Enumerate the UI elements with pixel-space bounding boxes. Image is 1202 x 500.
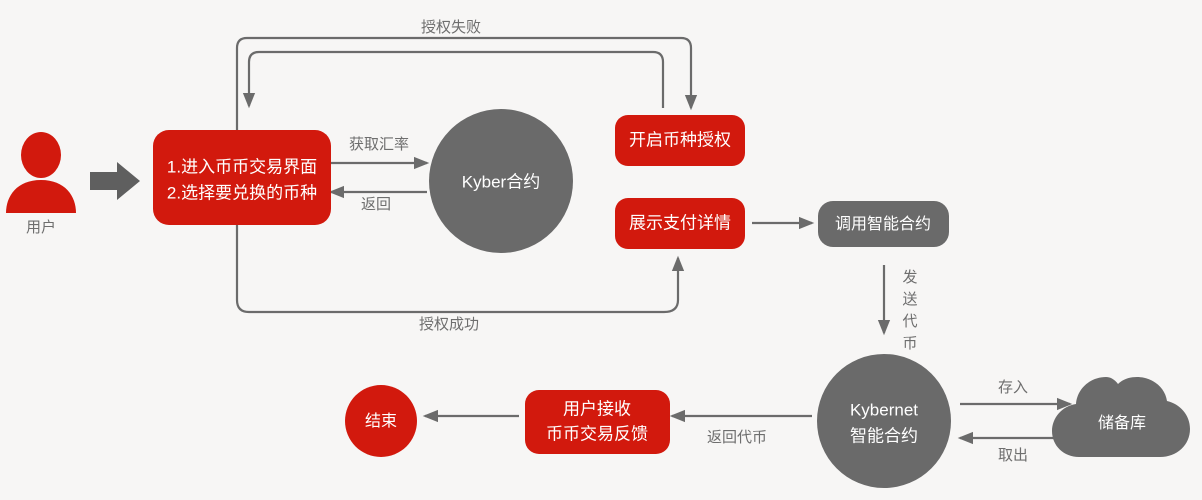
reserve-pool-label: 储备库 <box>1098 414 1146 432</box>
reserve-pool[interactable]: 储备库 <box>1052 377 1190 457</box>
edge-label-deposit: 存入 <box>998 379 1028 396</box>
person-icon <box>6 132 76 213</box>
kybernet-label-line2: 智能合约 <box>850 426 918 445</box>
show-payment-detail[interactable]: 展示支付详情 <box>615 198 745 249</box>
enable-token-auth-label: 开启币种授权 <box>629 130 731 149</box>
edge-label-send-token: 发 送 代 币 <box>902 269 917 352</box>
entry-box-line1: 1.进入币币交易界面 <box>167 157 317 176</box>
edge-auth-failed-return-line <box>242 50 665 109</box>
show-payment-detail-label: 展示支付详情 <box>629 213 731 232</box>
user-actor-label: 用户 <box>26 219 56 236</box>
call-smart-contract-label: 调用智能合约 <box>835 215 931 233</box>
kybernet-smart-contract[interactable]: Kybernet 智能合约 <box>817 354 951 488</box>
call-smart-contract[interactable]: 调用智能合约 <box>818 201 949 247</box>
edge-label-return: 返回 <box>361 196 391 213</box>
kybernet-label-line1: Kybernet <box>850 400 918 419</box>
edge-label-withdraw: 取出 <box>998 447 1028 464</box>
entry-box[interactable]: 1.进入币币交易界面 2.选择要兑换的币种 <box>153 130 331 225</box>
user-receive-feedback-line1: 用户接收 <box>563 399 631 418</box>
user-receive-feedback[interactable]: 用户接收 币币交易反馈 <box>525 390 670 454</box>
edge-auth-success-line <box>235 212 685 314</box>
edge-label-get-rate: 获取汇率 <box>349 136 409 153</box>
edge-label-send-token-char-0: 发 <box>902 269 917 286</box>
edge-label-return-token: 返回代币 <box>707 429 767 446</box>
kyber-contract-circle[interactable]: Kyber合约 <box>429 109 573 253</box>
edge-auth-failed-line <box>235 36 698 196</box>
edge-label-auth-failed: 授权失败 <box>421 19 481 36</box>
end-node-label: 结束 <box>365 412 397 430</box>
entry-box-line2: 2.选择要兑换的币种 <box>167 183 317 202</box>
edge-label-send-token-char-3: 币 <box>902 335 917 352</box>
enable-token-auth[interactable]: 开启币种授权 <box>615 115 745 166</box>
end-node[interactable]: 结束 <box>345 385 417 457</box>
user-actor: 用户 <box>6 132 76 236</box>
user-receive-feedback-line2: 币币交易反馈 <box>546 424 648 443</box>
edge-label-send-token-char-1: 送 <box>902 291 917 308</box>
edge-label-auth-success: 授权成功 <box>419 316 479 333</box>
edge-label-send-token-char-2: 代 <box>902 313 917 330</box>
kyber-contract-label: Kyber合约 <box>462 172 540 191</box>
user-to-entry-block-arrow <box>90 162 140 200</box>
